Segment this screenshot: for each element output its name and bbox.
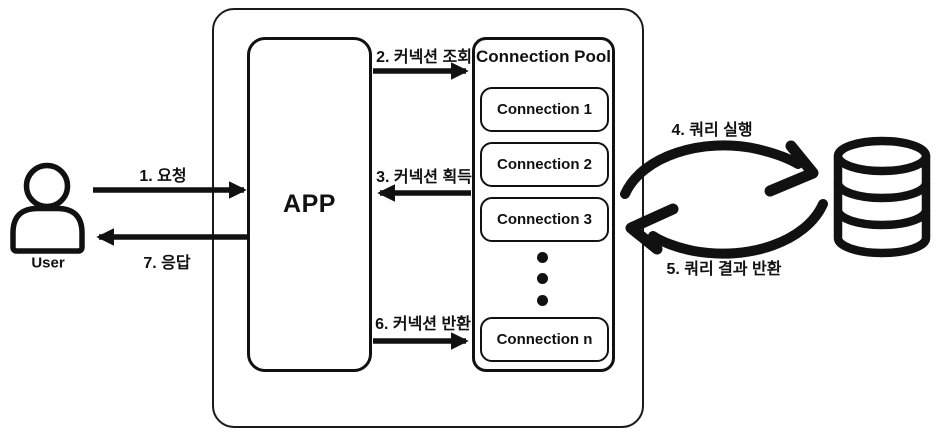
connection-1-box: Connection 1 [480, 87, 609, 132]
connection-pool-box: Connection Pool Connection 1 Connection … [472, 37, 615, 372]
app-box: APP [247, 37, 372, 372]
connection-n-box: Connection n [480, 317, 609, 362]
database-icon [833, 136, 931, 258]
ellipsis-dot [537, 252, 548, 263]
conn-return-label: 6. 커넥션 반환 [375, 316, 471, 333]
connection-pool-title: Connection Pool [475, 47, 612, 66]
app-label: APP [283, 190, 336, 218]
conn-lookup-label: 2. 커넥션 조회 [376, 49, 472, 66]
query-exec-arrow [620, 140, 819, 199]
response-label: 7. 응답 [143, 255, 191, 272]
ellipsis-dot [537, 273, 548, 284]
connection-3-box: Connection 3 [480, 197, 609, 242]
query-result-arrow [625, 199, 828, 259]
request-label: 1. 요청 [139, 168, 187, 185]
query-exec-label: 4. 쿼리 실행 [671, 122, 753, 139]
user-label: User [31, 254, 65, 272]
user-icon [10, 162, 85, 254]
ellipsis-dot [537, 295, 548, 306]
query-result-label: 5. 쿼리 결과 반환 [666, 261, 782, 278]
connection-2-box: Connection 2 [480, 142, 609, 187]
conn-acquire-label: 3. 커넥션 획득 [376, 169, 472, 186]
